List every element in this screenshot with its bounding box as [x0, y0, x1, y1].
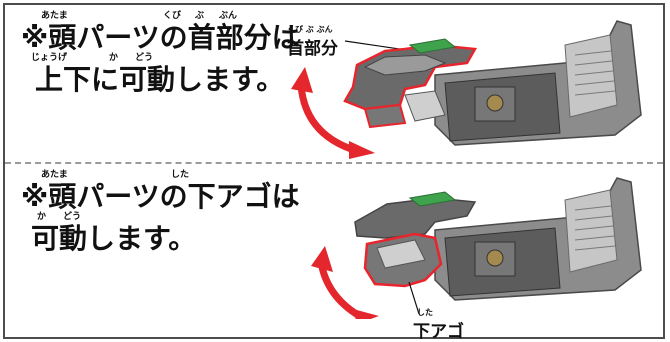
furigana-row: か どう [21, 212, 300, 224]
furigana-ka: か [37, 212, 47, 222]
furigana-dou: どう [63, 212, 82, 222]
furigana-shita: した [171, 170, 190, 180]
caption-line-2: 上下に可動します。 [35, 63, 285, 96]
furigana-kubi: くび [163, 11, 182, 21]
callout-furigana: くび ぶ ぶん [287, 25, 333, 34]
panel-neck-movement: あたま くび ぶ ぶん ※頭パーツの首部分は じょうげ か どう 上下に可動しま… [5, 5, 663, 160]
mecha-illustration-1 [291, 20, 642, 159]
furigana-atama: あたま [41, 170, 68, 180]
instruction-frame: あたま くび ぶ ぶん ※頭パーツの首部分は じょうげ か どう 上下に可動しま… [3, 3, 665, 342]
callout-furigana: した [417, 308, 433, 317]
callout-label: 首部分 [287, 39, 338, 59]
callout-neck: くび ぶ ぶん 首部分 [287, 25, 338, 59]
caption-line-1: ※頭パーツの下アゴは [21, 180, 300, 213]
furigana-ka: か [109, 53, 119, 63]
furigana-row: じょうげ か どう [21, 53, 300, 65]
caption-line-1: ※頭パーツの首部分は [21, 21, 300, 54]
caption-line-2: 可動します。 [31, 222, 197, 255]
furigana-jouge: じょうげ [31, 53, 68, 63]
mecha-illustration-2 [311, 177, 642, 319]
furigana-row: あたま した [21, 170, 300, 182]
callout-label: 下アゴ [413, 322, 464, 342]
furigana-bun: ぶん [219, 11, 238, 21]
furigana-dou: どう [135, 53, 154, 63]
furigana-atama: あたま [41, 11, 68, 21]
callout-jaw: した 下アゴ [413, 308, 464, 342]
furigana-row: あたま くび ぶ ぶん [21, 11, 300, 23]
panel-divider [5, 162, 663, 164]
caption-jaw: あたま した ※頭パーツの下アゴは か どう 可動します。 [21, 170, 300, 254]
furigana-bu: ぶ [195, 11, 205, 21]
panel-jaw-movement: あたま した ※頭パーツの下アゴは か どう 可動します。 した 下アゴ [5, 164, 663, 342]
caption-neck: あたま くび ぶ ぶん ※頭パーツの首部分は じょうげ か どう 上下に可動しま… [21, 11, 300, 95]
